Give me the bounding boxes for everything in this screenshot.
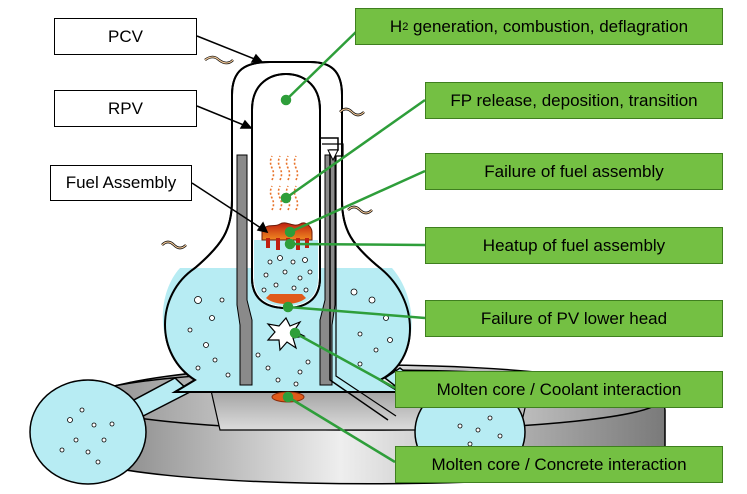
fuel-heatup-callout: Heatup of fuel assembly <box>425 227 723 264</box>
mcci-concrete-callout: Molten core / Concrete interaction <box>395 446 723 483</box>
h2-description: generation, combustion, deflagration <box>408 16 689 36</box>
h2-subscript: 2 <box>402 20 409 33</box>
mcci-coolant-callout: Molten core / Coolant interaction <box>395 371 723 408</box>
heat-squiggles <box>161 55 373 250</box>
lower-head-debris <box>266 294 306 304</box>
phenomena-leader-lines <box>280 29 426 464</box>
bubbles <box>59 255 503 465</box>
suppression-pool-left <box>29 379 147 485</box>
fuel-assembly-label: Fuel Assembly <box>50 165 192 201</box>
h2-symbol: H <box>389 16 403 36</box>
fp-release-callout: FP release, deposition, transition <box>425 82 723 119</box>
steam-line <box>318 137 397 421</box>
fuel-failure-callout: Failure of fuel assembly <box>425 153 723 190</box>
pcv-label: PCV <box>54 18 197 55</box>
component-leader-lines <box>191 35 269 234</box>
rpv-label: RPV <box>54 90 197 127</box>
lower-head-failure-callout: Failure of PV lower head <box>425 300 723 337</box>
steam-explosion-icon <box>266 316 306 352</box>
